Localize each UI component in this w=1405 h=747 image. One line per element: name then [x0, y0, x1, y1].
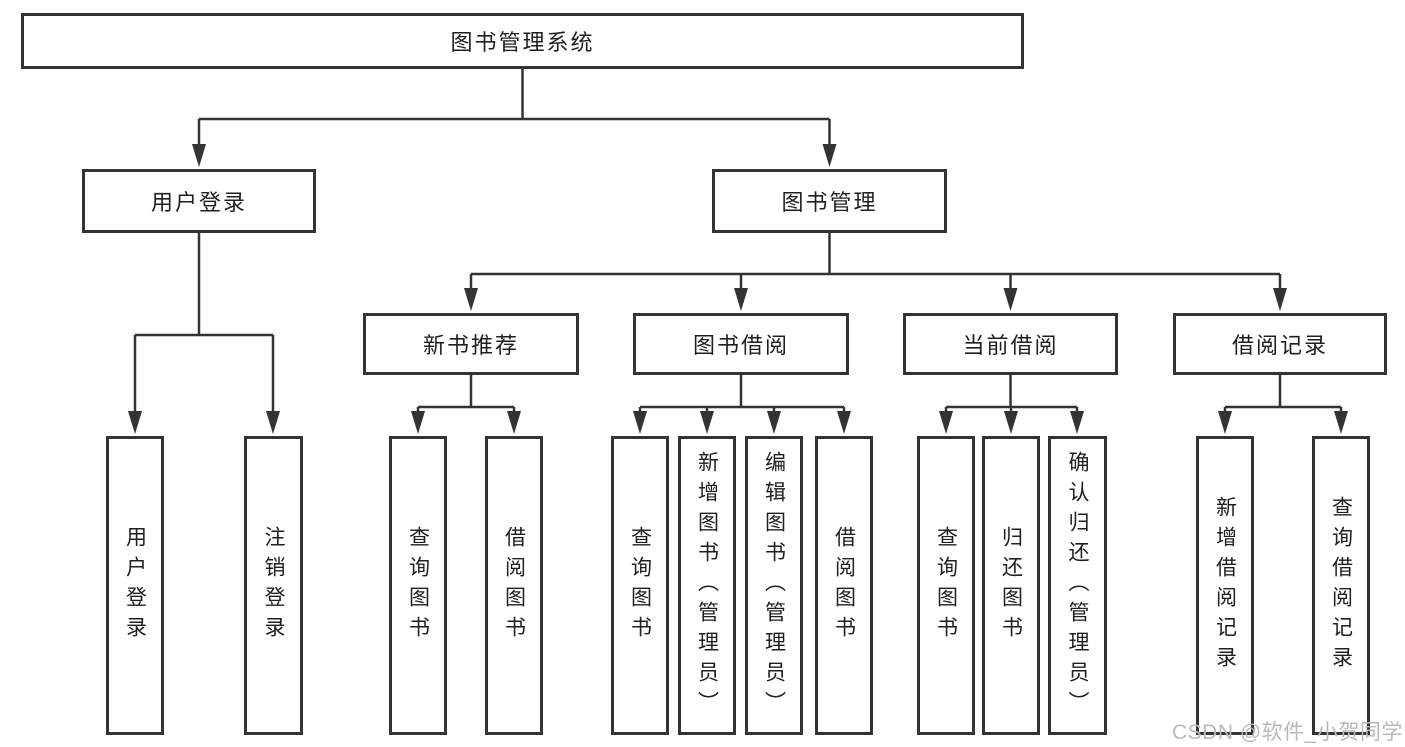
- node-label: 当前借阅: [962, 333, 1059, 358]
- node-label: 查询图书: [628, 525, 652, 646]
- arrowhead: [700, 411, 714, 434]
- node-label: 图书借阅: [692, 333, 789, 358]
- node-label: 查询图书: [406, 525, 430, 646]
- arrowhead: [734, 288, 748, 311]
- arrowhead: [128, 411, 142, 434]
- arrowhead: [464, 288, 478, 311]
- arrowhead: [192, 144, 206, 167]
- arrowhead: [266, 411, 280, 434]
- arrowheads: [128, 144, 1348, 434]
- node-library-system: 图书管理系统: [21, 13, 1024, 69]
- node-query-borrow-record: 查询借阅记录: [1312, 436, 1370, 735]
- node-label: 借阅图书: [832, 525, 856, 646]
- arrowhead: [1070, 411, 1084, 434]
- node-user-login: 用户登录: [82, 169, 316, 233]
- csdn-watermark: CSDN @软件_小贺同学: [1172, 721, 1403, 744]
- node-label: 查询图书: [934, 525, 958, 646]
- node-edit-books-admin: 编辑图书（管理员）: [745, 436, 803, 735]
- node-query-books-recommend: 查询图书: [389, 436, 447, 735]
- node-label: 图书管理: [781, 190, 878, 215]
- node-label: 新书推荐: [422, 333, 519, 358]
- node-label: 借阅图书: [502, 525, 526, 646]
- node-label: 归还图书: [999, 525, 1023, 646]
- node-label: 确认归还（管理员）: [1066, 450, 1089, 721]
- node-label: 新增借阅记录: [1213, 495, 1237, 676]
- node-label: 用户登录: [123, 525, 147, 646]
- connector-bookmgmt-to-level2: [469, 233, 1282, 291]
- node-query-books-current: 查询图书: [917, 436, 975, 735]
- arrowhead: [1334, 411, 1348, 434]
- arrowhead: [939, 411, 953, 434]
- node-query-books-borrow: 查询图书: [611, 436, 669, 735]
- arrowhead: [507, 411, 521, 434]
- connector-root-to-level1: [197, 69, 831, 146]
- arrowhead: [1273, 288, 1287, 311]
- arrowhead: [767, 411, 781, 434]
- connector-recommend-to-leaves: [416, 375, 516, 413]
- node-confirm-return-admin: 确认归还（管理员）: [1048, 436, 1107, 735]
- arrowhead: [411, 411, 425, 434]
- connector-borrow-to-leaves: [638, 375, 846, 413]
- connector-current-to-leaves: [944, 375, 1079, 413]
- arrowhead: [837, 411, 851, 434]
- node-label: 编辑图书（管理员）: [762, 450, 786, 721]
- node-return-books: 归还图书: [982, 436, 1040, 735]
- node-label: 注销登录: [262, 525, 285, 646]
- node-logout: 注销登录: [244, 436, 303, 735]
- node-book-management: 图书管理: [712, 169, 947, 233]
- arrowhead: [1218, 411, 1232, 434]
- node-add-borrow-record: 新增借阅记录: [1196, 436, 1254, 735]
- node-add-books-admin: 新增图书（管理员）: [678, 436, 736, 735]
- node-new-book-recommend: 新书推荐: [363, 313, 579, 375]
- node-borrow-records: 借阅记录: [1173, 313, 1387, 375]
- node-borrow-books-recommend: 借阅图书: [485, 436, 543, 735]
- node-label: 图书管理系统: [450, 30, 595, 55]
- arrowhead: [1004, 411, 1018, 434]
- node-current-borrow: 当前借阅: [903, 313, 1118, 375]
- node-borrow-books: 借阅图书: [815, 436, 873, 735]
- node-label: 查询借阅记录: [1329, 495, 1353, 676]
- node-user-login-leaf: 用户登录: [106, 436, 164, 735]
- node-label: 用户登录: [150, 190, 247, 215]
- node-book-borrow: 图书借阅: [633, 313, 849, 375]
- arrowhead: [1003, 288, 1018, 311]
- connector-userlogin-to-leaves: [133, 233, 275, 413]
- node-label: 借阅记录: [1231, 333, 1328, 358]
- connector-records-to-leaves: [1223, 375, 1343, 413]
- node-label: 新增图书（管理员）: [695, 450, 719, 721]
- arrowhead: [633, 411, 647, 434]
- arrowhead: [822, 144, 837, 167]
